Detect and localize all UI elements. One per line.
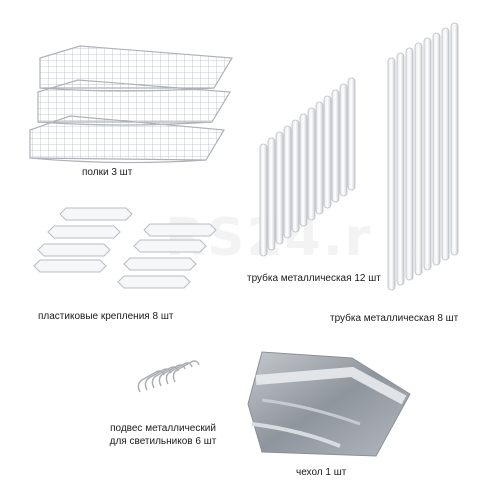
plastic-clips-8 (33, 207, 217, 289)
label-tubes-8: трубка металлическая 8 шт (330, 313, 459, 324)
label-tubes-12: трубка металлическая 12 шт (247, 273, 381, 284)
label-hooks-line2: для светильников 6 шт (109, 436, 217, 447)
metal-hooks-6 (137, 360, 200, 393)
metal-tubes-12 (259, 77, 356, 257)
wire-shelf (29, 115, 226, 164)
metal-tubes-8 (387, 22, 459, 291)
label-plastic-clips: пластиковые крепления 8 шт (38, 311, 174, 322)
label-hooks-line1: подвес металлический (110, 423, 216, 434)
label-shelves: полки 3 шт (82, 167, 133, 178)
label-cover: чехол 1 шт (296, 467, 347, 478)
cover (247, 351, 411, 457)
label-hooks: подвес металлический для светильников 6 … (98, 422, 228, 448)
